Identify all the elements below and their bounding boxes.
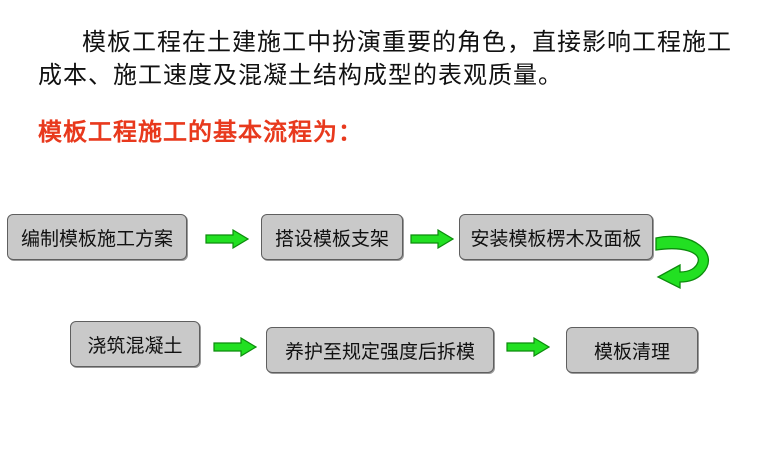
u-turn-arrow-icon (655, 235, 709, 290)
step-6-box: 模板清理 (566, 327, 698, 373)
step-2-box: 搭设模板支架 (261, 214, 403, 260)
step-3-box: 安装模板楞木及面板 (459, 214, 653, 260)
right-arrow-icon (410, 229, 454, 249)
right-arrow-icon (506, 337, 550, 357)
right-arrow-icon (213, 337, 257, 357)
step-4-box: 浇筑混凝土 (70, 321, 200, 367)
step-5-box: 养护至规定强度后拆模 (266, 327, 494, 373)
intro-paragraph: 模板工程在土建施工中扮演重要的角色，直接影响工程施工成本、施工速度及混凝土结构成… (38, 28, 732, 89)
right-arrow-icon (205, 229, 249, 249)
step-1-box: 编制模板施工方案 (7, 214, 187, 260)
flow-heading: 模板工程施工的基本流程为： (38, 118, 363, 146)
